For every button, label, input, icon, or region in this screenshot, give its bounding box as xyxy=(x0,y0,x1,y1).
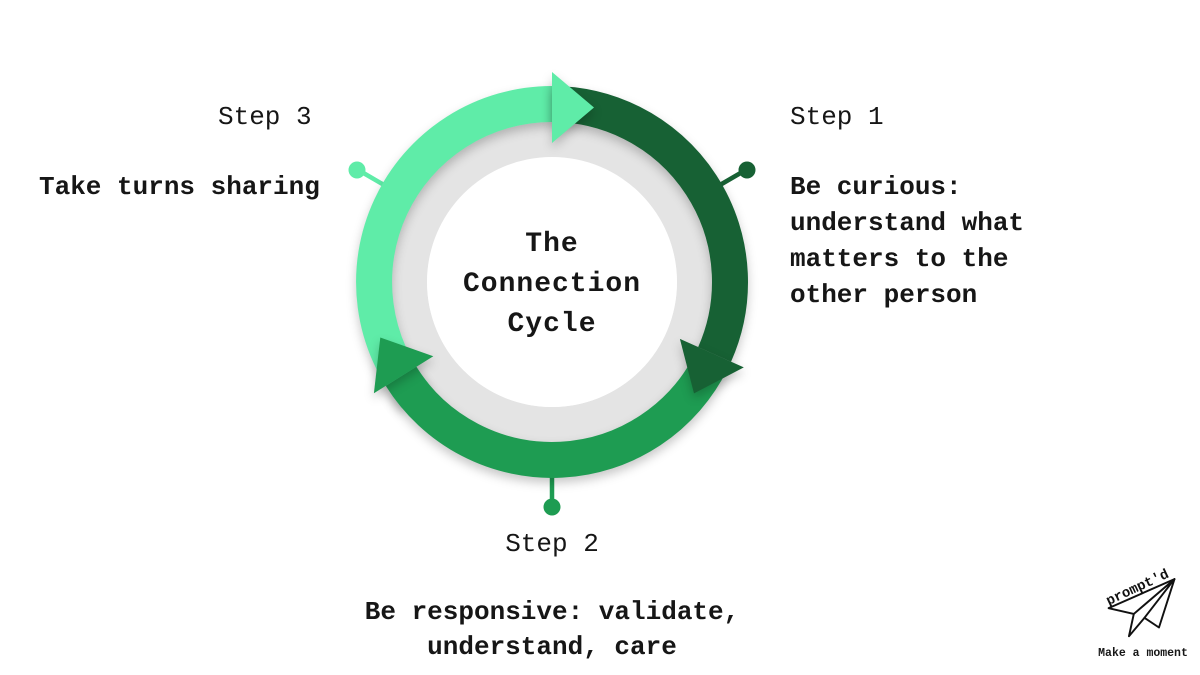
step2-connector-dot xyxy=(543,498,561,516)
step2-arrowhead-icon xyxy=(373,337,434,394)
step2-label: Step 2 xyxy=(505,529,599,559)
paper-plane-outline xyxy=(1107,578,1176,638)
logo-tagline: Make a moment xyxy=(1098,647,1188,660)
step1-connector-dot xyxy=(738,161,756,179)
paper-plane-icon: prompt'd xyxy=(1104,567,1176,638)
step3-connector-dot xyxy=(348,161,366,179)
logo-brand: prompt'd xyxy=(1104,567,1172,610)
cycle-title: The Connection Cycle xyxy=(462,229,642,340)
logo: prompt'd Make a moment xyxy=(1092,551,1194,666)
step1-label: Step 1 xyxy=(790,102,884,132)
step2-arc-green xyxy=(385,351,729,478)
step2-connector xyxy=(543,473,561,516)
step3-connector xyxy=(348,161,390,190)
step3-label: Step 3 xyxy=(218,102,312,132)
step1-description: Be curious: understand what matters to t… xyxy=(790,172,1025,310)
step1-arrowhead-icon xyxy=(679,338,744,394)
paper-plane-folds xyxy=(1132,578,1176,619)
step2-description: Be responsive: validate, understand, car… xyxy=(364,597,740,662)
step3-arrowhead-icon xyxy=(552,72,594,143)
step1-connector xyxy=(714,161,756,190)
step1-arc-dark-green xyxy=(551,86,748,362)
inner-white-circle xyxy=(427,157,677,407)
step3-description: Take turns sharing xyxy=(39,172,320,202)
